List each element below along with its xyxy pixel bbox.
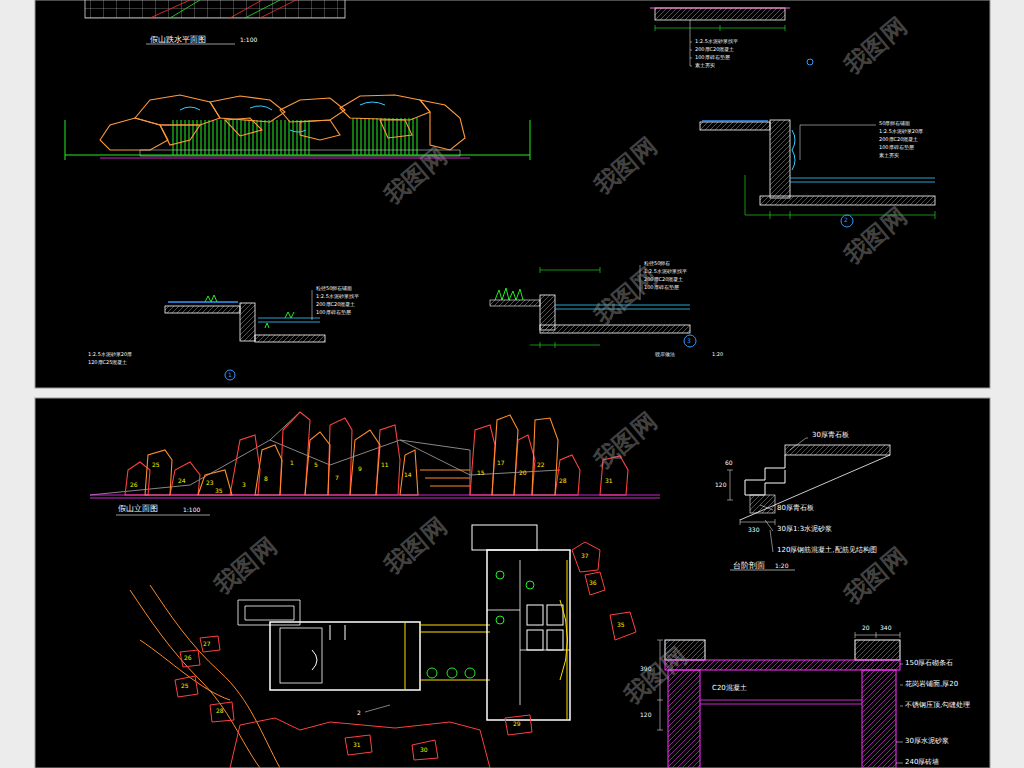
callout-number: 26 [130, 482, 138, 488]
layer-note: 素土夯实 [695, 63, 715, 68]
callout-number: 27 [203, 641, 211, 647]
detail-marker: 2 [844, 217, 848, 223]
callout-number: 20 [519, 470, 527, 476]
callout-number: 30 [420, 747, 428, 753]
drawing-title: 假山跌水平面图 [150, 36, 206, 44]
pool-edge-section [165, 290, 325, 380]
layer-note: 1:2.5水泥砂浆找平 [316, 294, 359, 299]
layer-note: 240厚砖墙 [905, 759, 939, 766]
callout-number: 23 [206, 480, 214, 486]
watermark: 我图网 [620, 644, 691, 709]
callout-number: 31 [605, 478, 613, 484]
layer-note: 不锈钢压顶,勾缝处理 [905, 702, 970, 709]
dimension: 20 [862, 625, 870, 631]
watermark: 我图网 [380, 514, 451, 579]
detail-marker: 1 [228, 372, 232, 378]
callout-number: 35 [617, 622, 625, 628]
sheet-panel [35, 398, 990, 768]
rockery-elevation [90, 412, 660, 515]
callout-number: 2 [357, 710, 361, 716]
watermark: 我图网 [840, 204, 911, 269]
layer-note: 50厚卵石铺面 [879, 121, 910, 126]
callout-number: 8 [264, 476, 268, 482]
callout-number: 11 [381, 462, 389, 468]
watermark: 我图网 [590, 134, 661, 199]
layer-note: 100厚碎石垫层 [316, 310, 351, 315]
callout-number: 24 [178, 478, 186, 484]
scale-note: 1:20 [775, 563, 788, 569]
layer-note: 1:2.5水泥砂浆20厚 [879, 129, 923, 134]
callout-number: 22 [537, 462, 545, 468]
wall-seat-section [657, 632, 903, 768]
layer-note: 30厚1:3水泥砂浆 [777, 526, 832, 533]
callout-number: 25 [181, 683, 189, 689]
watermark: 我图网 [380, 144, 451, 209]
callout-number: 5 [314, 462, 318, 468]
pool-section-detail [650, 8, 813, 66]
callout-number: 25 [152, 462, 160, 468]
callout-number: 36 [589, 580, 597, 586]
callout-number: 35 [215, 488, 223, 494]
watermark: 我图网 [210, 534, 281, 599]
layer-note: 1:2.5水泥砂浆找平 [695, 39, 738, 44]
layer-note: 素土夯实 [879, 153, 899, 158]
layer-note: 粒径50卵石 [644, 261, 670, 266]
layer-note: 100厚碎石垫层 [695, 55, 730, 60]
layer-note: 150厚石砌条石 [905, 660, 953, 667]
callout-number: 14 [404, 472, 412, 478]
dimension: 120 [715, 482, 726, 488]
layer-note: 200厚C20混凝土 [316, 302, 355, 307]
callout-number: 15 [477, 470, 485, 476]
callout-number: 1 [290, 460, 294, 466]
dimension: 120 [640, 712, 651, 718]
layer-note: 200厚C20混凝土 [879, 137, 918, 142]
scale-note: 1:100 [240, 37, 257, 43]
detail-title: 驳岸做法 [655, 352, 675, 357]
callout-number: 9 [358, 466, 362, 472]
drawing-title: 假山立面图 [118, 505, 158, 513]
dimension: 330 [748, 527, 759, 533]
layer-note: 花岗岩铺面,厚20 [905, 681, 958, 688]
scale-note: 1:100 [183, 507, 200, 513]
callout-number: 7 [335, 475, 339, 481]
material-note: C20混凝土 [712, 685, 747, 692]
layer-note: 80厚青石板 [777, 505, 814, 512]
callout-number: 31 [353, 742, 361, 748]
layer-note: 120厚C25混凝土 [88, 360, 127, 365]
scale-note: 1:20 [712, 352, 723, 357]
dimension: 60 [725, 460, 733, 466]
layer-note: 1:2.5水泥砂浆20厚 [88, 352, 132, 357]
layer-note: 30厚青石板 [812, 432, 849, 439]
callout-number: 28 [559, 478, 567, 484]
dimension: 340 [880, 625, 891, 631]
layer-note: 30厚水泥砂浆 [905, 738, 949, 745]
plan-grid [85, 0, 345, 44]
rockery-waterfall-elevation [65, 95, 530, 160]
layer-note: 200厚C20混凝土 [695, 47, 734, 52]
watermark: 我图网 [590, 409, 661, 474]
watermark: 我图网 [840, 14, 911, 79]
watermark: 我图网 [590, 264, 661, 329]
layer-note: 100厚碎石垫层 [879, 145, 914, 150]
layer-note: 粒径50卵石铺面 [316, 286, 352, 291]
callout-number: 37 [581, 553, 589, 559]
callout-number: 29 [513, 721, 521, 727]
layer-note: 120厚钢筋混凝土,配筋见结构图 [777, 547, 877, 554]
callout-number: 17 [497, 460, 505, 466]
drawing-title: 台阶剖面 [733, 562, 765, 570]
stair-section [727, 438, 890, 570]
sheet-panel [35, 0, 990, 388]
detail-marker: 3 [687, 338, 691, 344]
callout-number: 28 [216, 708, 224, 714]
callout-number: 26 [184, 655, 192, 661]
callout-number: 3 [242, 482, 246, 488]
